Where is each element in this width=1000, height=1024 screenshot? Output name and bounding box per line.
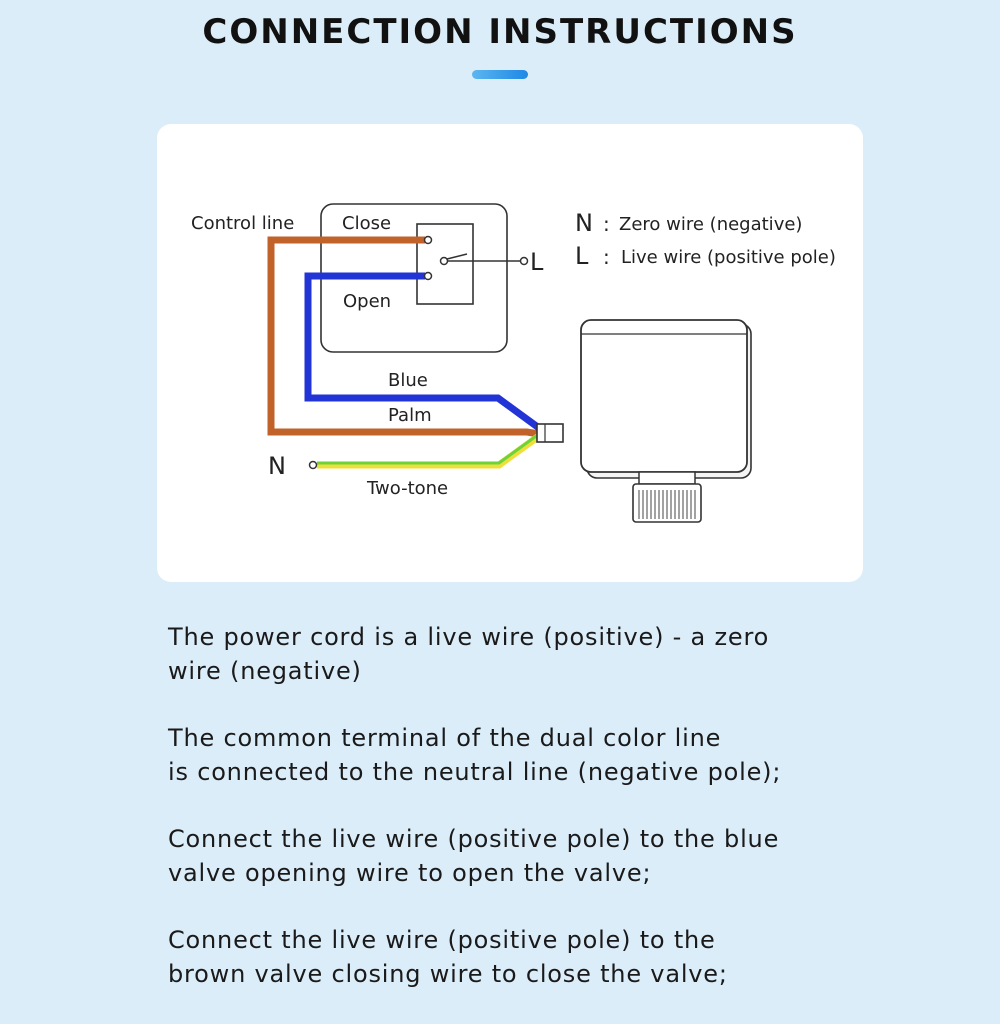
- two-tone-wire-label: Two-tone: [366, 478, 448, 499]
- legend-n-symbol: N: [575, 209, 593, 237]
- open-contact: [423, 271, 433, 281]
- n-terminal-label: N: [268, 452, 286, 480]
- close-label: Close: [342, 213, 391, 234]
- actuator-body: [580, 319, 748, 473]
- instruction-line: wire (negative): [168, 657, 362, 685]
- common-contact: [439, 256, 449, 266]
- two-tone-neutral-wire-stripe: [317, 432, 540, 465]
- instruction-line: is connected to the neutral line (negati…: [168, 758, 782, 786]
- legend-l-symbol: L: [575, 242, 589, 270]
- blue-wire-label: Blue: [388, 370, 428, 391]
- instruction-paragraph: The common terminal of the dual color li…: [168, 721, 848, 789]
- control-line-label: Control line: [191, 213, 294, 234]
- wiring-diagram: Control line Close Open L N Blue Palm Tw…: [191, 203, 836, 523]
- actuator-neck: [638, 471, 696, 485]
- l-terminal: [519, 256, 529, 266]
- instruction-line: The common terminal of the dual color li…: [168, 724, 722, 752]
- close-contact: [423, 235, 433, 245]
- instruction-line: brown valve closing wire to close the va…: [168, 960, 728, 988]
- instruction-line: Connect the live wire (positive pole) to…: [168, 825, 780, 853]
- legend-l-separator: :: [603, 245, 610, 269]
- valve-knob: [632, 483, 702, 523]
- instruction-line: Connect the live wire (positive pole) to…: [168, 926, 716, 954]
- title-accent-bar: [472, 70, 528, 79]
- legend-n-separator: :: [603, 212, 610, 236]
- legend-l-text: Live wire (positive pole): [621, 247, 836, 268]
- legend-n-text: Zero wire (negative): [619, 214, 802, 235]
- two-tone-neutral-wire: [317, 433, 542, 469]
- n-terminal: [308, 460, 318, 470]
- page-title: CONNECTION INSTRUCTIONS: [202, 12, 798, 52]
- brown-close-wire: [267, 236, 540, 438]
- blue-open-wire: [304, 272, 542, 431]
- instructions-list: The power cord is a live wire (positive)…: [168, 620, 848, 1024]
- l-terminal-label: L: [530, 248, 544, 276]
- wiring-diagram-card: Control line Close Open L N Blue Palm Tw…: [157, 124, 863, 582]
- instruction-line: valve opening wire to open the valve;: [168, 859, 652, 887]
- palm-wire-label: Palm: [388, 405, 432, 426]
- open-label: Open: [343, 291, 391, 312]
- instruction-paragraph: The power cord is a live wire (positive)…: [168, 620, 848, 688]
- instruction-paragraph: Connect the live wire (positive pole) to…: [168, 923, 848, 991]
- instruction-paragraph: Connect the live wire (positive pole) to…: [168, 822, 848, 890]
- instruction-line: The power cord is a live wire (positive)…: [168, 623, 770, 651]
- cable-gland: [536, 423, 564, 443]
- relay-contact-box: [416, 223, 474, 305]
- switch-lever: [446, 253, 468, 260]
